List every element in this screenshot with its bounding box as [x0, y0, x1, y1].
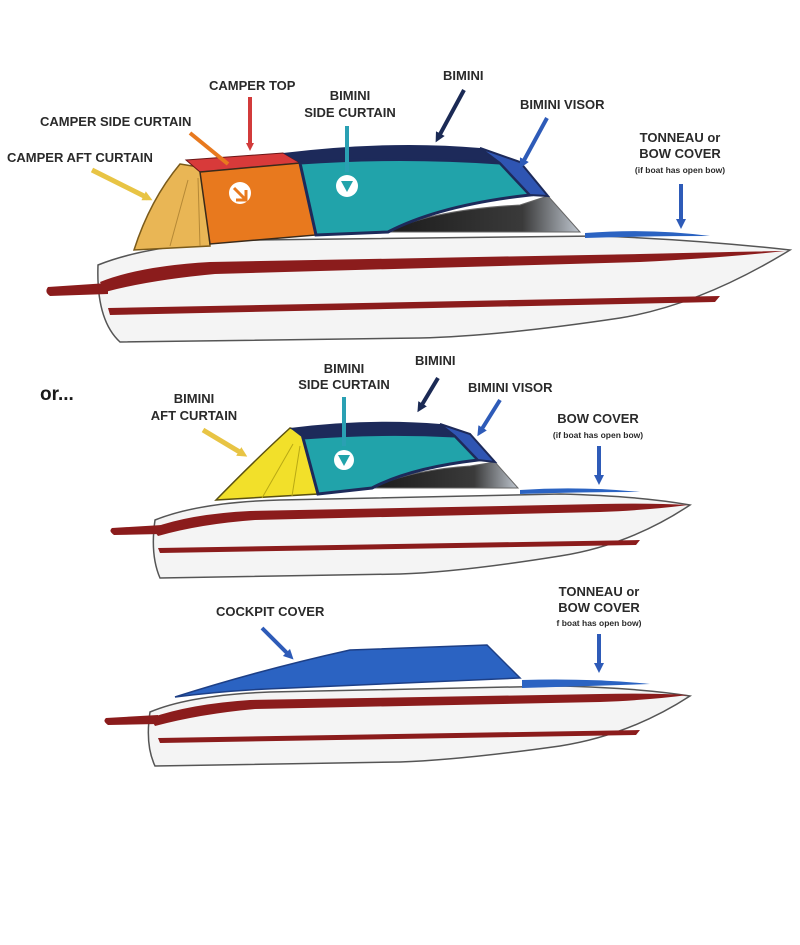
boat-1-bimini-side-marker-icon — [336, 175, 358, 197]
boat-3-label-tonneau-line-1: TONNEAU or — [559, 584, 640, 599]
boat-2-label-bow-cover: BOW COVER — [557, 411, 639, 426]
boat-2-bimini-arrow — [417, 376, 440, 413]
boat-1-hull — [97, 235, 793, 343]
boat-2-label-bimini: BIMINI — [415, 353, 455, 368]
boat-2-upper-stripe — [152, 503, 688, 536]
boat-1-bimini-visor-arrow — [519, 117, 549, 169]
boat-3-upper-stripe — [150, 693, 688, 726]
boat-1-camper-side-curtain-arrow — [188, 131, 230, 166]
boat-1-label-bimini-side-curtain-line-1: BIMINI — [330, 88, 370, 103]
boat-3-label-tonneau-note: f boat has open bow) — [557, 618, 642, 628]
boat-2-label-bimini-aft-curtain-line-2: AFT CURTAIN — [151, 408, 237, 423]
boat-2-bow-cover — [520, 488, 640, 494]
boat-1-label-camper-top: CAMPER TOP — [209, 78, 296, 93]
boat-3-label-cockpit-cover: COCKPIT COVER — [216, 604, 325, 619]
boat-2-label-bimini-side-curtain-line-1: BIMINI — [324, 361, 364, 376]
boat-1-lower-stripe — [108, 296, 720, 315]
boat-2-label-bimini-aft-curtain-line-1: BIMINI — [174, 391, 214, 406]
boat-3-lower-stripe — [158, 730, 640, 743]
boat-2-lower-stripe — [158, 540, 640, 553]
boat-3-cockpit-cover-configuration — [104, 644, 693, 767]
boat-3-bow-cover — [522, 679, 650, 688]
boat-2-label-bimini-visor: BIMINI VISOR — [468, 380, 553, 395]
boat-1-label-camper-side-curtain: CAMPER SIDE CURTAIN — [40, 114, 191, 129]
boat-1-label-bimini-side-curtain-line-2: SIDE CURTAIN — [304, 105, 395, 120]
boat-2-label-bow-cover-note: (if boat has open bow) — [553, 430, 643, 440]
boat-1-bimini-arrow — [435, 89, 466, 143]
boat-1-bimini-visor — [479, 147, 551, 198]
boat-1-camper-side-marker-icon — [229, 182, 251, 204]
boat-1-swim-platform — [46, 283, 108, 296]
boat-1-label-tonneau-line-2: BOW COVER — [639, 146, 721, 161]
boat-1-label-tonneau-note: (if boat has open bow) — [635, 165, 725, 175]
boat-1-camper-side-curtain — [199, 162, 317, 245]
boat-2-bimini-visor — [439, 423, 498, 464]
boat-2-bimini-aft-curtain-arrow — [201, 427, 248, 457]
boat-2-label-bimini-side-curtain-line-2: SIDE CURTAIN — [298, 377, 389, 392]
boat-2-bimini-side-marker-icon — [334, 450, 354, 470]
boat-3-cockpit-cover — [174, 644, 522, 698]
boat-1-label-bimini-visor: BIMINI VISOR — [520, 97, 605, 112]
boat-3-label-tonneau-line-2: BOW COVER — [558, 600, 640, 615]
boat-1-upper-stripe — [100, 251, 785, 292]
boat-2-bimini-aft-curtain — [214, 427, 319, 501]
boat-1-bow-cover — [585, 231, 710, 238]
boat-1-label-tonneau-line-1: TONNEAU or — [640, 130, 721, 145]
boat-3-swim-platform — [104, 715, 158, 725]
boat-3-cockpit-cover-arrow — [260, 626, 294, 660]
boat-1-camper-aft-curtain-arrow — [90, 167, 153, 201]
boat-1-camper-aft-curtain — [132, 163, 211, 251]
boat-2-swim-platform — [110, 525, 162, 535]
boat-1-bimini-top — [283, 144, 500, 163]
or-separator: or... — [40, 384, 74, 405]
boat-2-bimini-visor-arrow — [477, 398, 502, 437]
boat-2-bimini-configuration — [110, 421, 692, 579]
boat-1-camper-configuration — [46, 144, 793, 343]
boat-1-label-bimini: BIMINI — [443, 68, 483, 83]
boat-1-label-camper-aft-curtain: CAMPER AFT CURTAIN — [7, 150, 153, 165]
